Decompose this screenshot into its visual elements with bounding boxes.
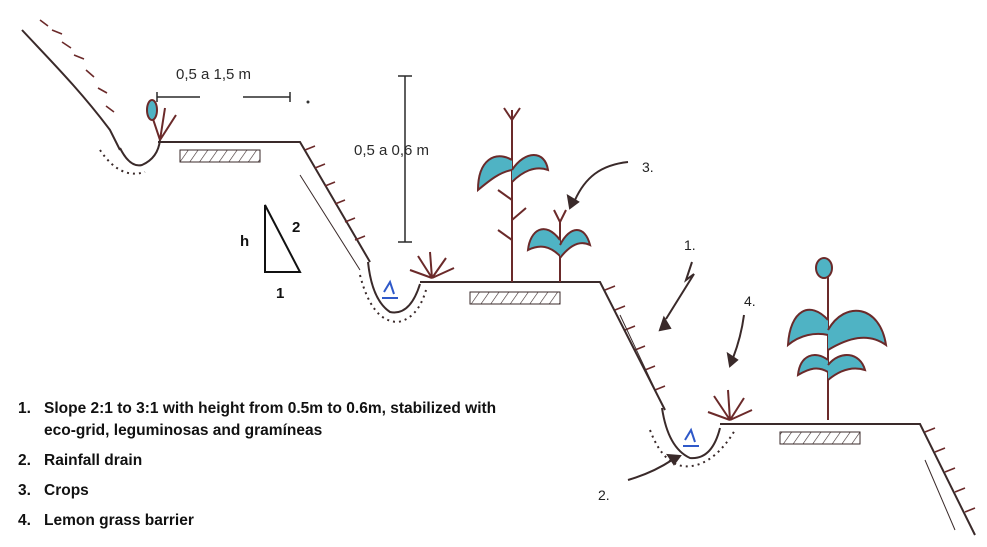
legend-text: Slope 2:1 to 3:1 with height from 0.5m t… [44, 400, 497, 439]
drain-dots [99, 149, 736, 468]
legend-text: Rainfall drain [44, 452, 143, 469]
legend-number: 4. [18, 512, 31, 529]
lemon-grass-2 [409, 251, 455, 279]
legend-number: 2. [18, 452, 31, 469]
crop-medium [526, 209, 592, 282]
callout-drain: 2. [598, 487, 610, 503]
legend-text: Lemon grass barrier [44, 512, 194, 529]
callout-slope: 1. [684, 237, 696, 253]
water-marks [382, 279, 699, 447]
legend-number: 1. [18, 400, 31, 417]
legend-item: 4. Lemon grass barrier [18, 510, 524, 532]
lemon-grass-1 [146, 99, 177, 141]
legend-item: 2. Rainfall drain [18, 450, 524, 472]
width-dimension [156, 92, 291, 102]
triangle-hyp-label: 2 [292, 219, 300, 236]
crop-large [786, 257, 888, 420]
legend-item: 1. Slope 2:1 to 3:1 with height from 0.5m… [18, 398, 524, 442]
callout-barrier: 4. [744, 293, 756, 309]
slope-vegetation [39, 19, 976, 531]
slope-triangle [264, 204, 302, 273]
terrain-profile [21, 29, 976, 536]
legend: 1. Slope 2:1 to 3:1 with height from 0.5m… [18, 398, 524, 540]
upper-slope [21, 29, 121, 151]
callout-crops: 3. [642, 159, 654, 175]
triangle-base-label: 1 [276, 285, 284, 302]
height-label: 0,5 a 0,6 m [354, 142, 429, 159]
drain-1-channel [119, 139, 161, 167]
legend-text: Crops [44, 482, 89, 499]
width-label: 0,5 a 1,5 m [176, 66, 251, 83]
height-dimension [398, 75, 412, 243]
terrace-3 [720, 423, 976, 536]
drain-2-channel [367, 261, 421, 314]
triangle-h-label: h [240, 233, 249, 250]
lemon-grass-3 [707, 389, 753, 421]
terrace-2 [420, 281, 666, 411]
legend-number: 3. [18, 482, 31, 499]
callout-arrows [566, 161, 745, 481]
eco-grid-strips [179, 149, 861, 445]
drain-3-channel [661, 407, 721, 460]
crop-tall [476, 107, 550, 282]
legend-item: 3. Crops [18, 480, 524, 502]
plants [146, 99, 888, 421]
dot-mark [306, 100, 310, 104]
